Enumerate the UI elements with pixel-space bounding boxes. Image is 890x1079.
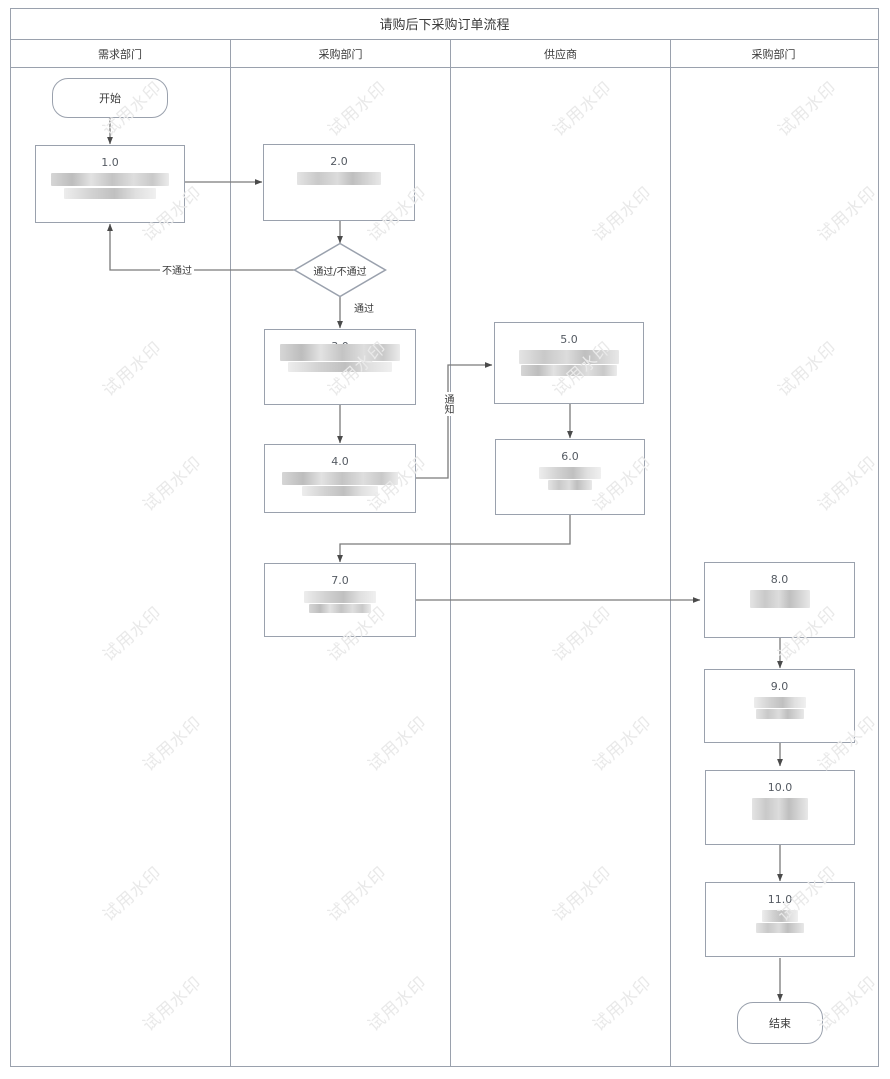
node-6[interactable]: 6.0 [495, 439, 645, 515]
node-3-text-redacted [280, 344, 400, 361]
node-10-number: 10.0 [767, 781, 793, 794]
node-decision[interactable]: 通过/不通过 [293, 242, 387, 298]
node-start-label: 开始 [99, 92, 121, 105]
lane-header-row: 需求部门 采购部门 供应商 采购部门 [10, 40, 879, 68]
node-6-text-redacted-2 [548, 480, 592, 490]
node-1-number: 1.0 [101, 156, 119, 169]
node-4-number: 4.0 [331, 455, 349, 468]
edge-6-to-7 [336, 515, 571, 563]
node-9-text-redacted [753, 697, 806, 708]
node-start[interactable]: 开始 [52, 78, 168, 118]
node-2-text-redacted [297, 172, 381, 185]
node-2[interactable]: 2.0 [263, 144, 415, 221]
lane-label-3: 供应商 [544, 47, 577, 61]
lane-header-3: 供应商 [450, 40, 670, 67]
node-11-number: 11.0 [767, 893, 793, 906]
swimlane-frame [10, 8, 879, 1067]
node-5-text-redacted [519, 350, 619, 364]
lane-label-2: 采购部门 [318, 47, 363, 61]
page-title: 请购后下采购订单流程 [379, 18, 510, 33]
node-7[interactable]: 7.0 [264, 563, 416, 637]
lane-label-4: 采购部门 [751, 47, 796, 61]
node-1-text-redacted [51, 173, 169, 186]
edge-4-to-5 [416, 362, 493, 479]
lane-divider-3 [670, 68, 671, 1067]
node-end[interactable]: 结束 [737, 1002, 823, 1044]
node-9[interactable]: 9.0 [704, 669, 855, 743]
node-7-text-redacted [304, 591, 376, 603]
node-5-text-redacted-2 [521, 365, 617, 376]
node-10[interactable]: 10.0 [705, 770, 855, 845]
node-3-text-redacted-2 [288, 362, 392, 372]
node-5[interactable]: 5.0 [494, 322, 644, 404]
diagram-title-band: 请购后下采购订单流程 [10, 8, 879, 40]
node-1[interactable]: 1.0 [35, 145, 185, 223]
node-end-label: 结束 [769, 1017, 791, 1030]
node-9-text-redacted-2 [755, 709, 804, 719]
node-4-text-redacted [282, 472, 398, 485]
node-1-text-redacted-2 [64, 188, 156, 199]
edge-decision-reject [107, 223, 301, 271]
lane-header-4: 采购部门 [670, 40, 876, 67]
node-9-number: 9.0 [770, 680, 789, 693]
node-4[interactable]: 4.0 [264, 444, 416, 513]
node-8-number: 8.0 [770, 573, 789, 586]
edge-label-approve: 通过 [352, 300, 376, 315]
node-4-text-redacted-2 [302, 486, 378, 496]
node-3[interactable]: 3.0 [264, 329, 416, 405]
edge-label-notify: 通知 [440, 392, 455, 416]
node-11-text-redacted [762, 910, 798, 922]
node-7-number: 7.0 [331, 574, 349, 587]
node-2-number: 2.0 [330, 155, 348, 168]
node-6-number: 6.0 [561, 450, 579, 463]
node-6-text-redacted [539, 467, 601, 479]
node-11-text-redacted-2 [756, 923, 804, 933]
decision-diamond-icon [293, 242, 387, 298]
lane-divider-2 [450, 68, 451, 1067]
lane-label-1: 需求部门 [98, 47, 142, 61]
lane-header-1: 需求部门 [10, 40, 230, 67]
node-7-text-redacted-2 [309, 604, 371, 613]
node-8[interactable]: 8.0 [704, 562, 855, 638]
edge-label-reject: 不通过 [160, 262, 194, 277]
node-8-text-redacted [749, 590, 810, 608]
node-10-text-redacted [752, 798, 808, 820]
node-11[interactable]: 11.0 [705, 882, 855, 957]
lane-header-2: 采购部门 [230, 40, 450, 67]
lane-divider-1 [230, 68, 231, 1067]
node-5-number: 5.0 [560, 333, 578, 346]
